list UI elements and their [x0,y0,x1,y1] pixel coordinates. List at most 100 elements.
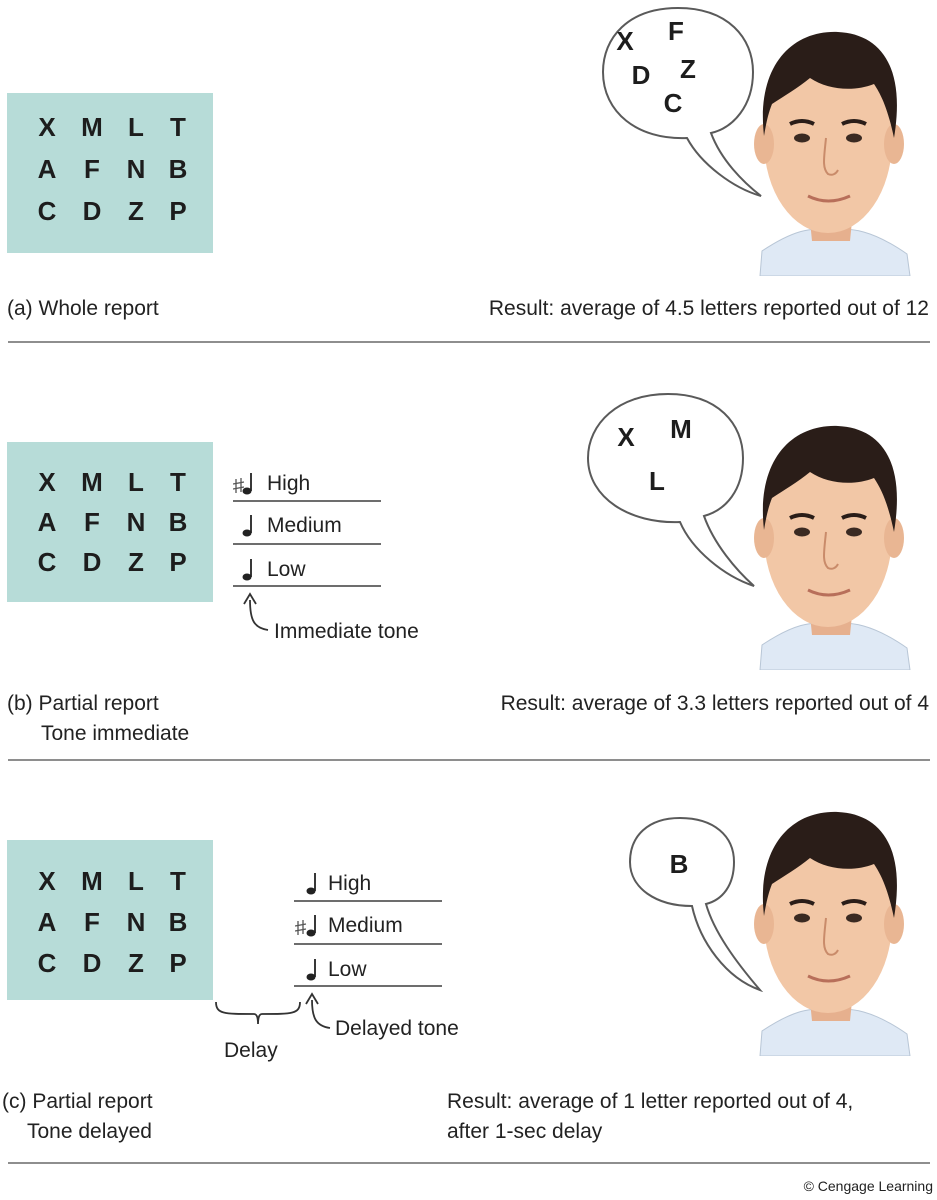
quarter-note-icon [306,959,316,981]
grid-row: C D Z P [7,191,213,231]
grid-letter: A [37,907,57,937]
grid-letter: F [84,507,100,537]
grid-letter: L [128,467,144,497]
grid-row: A F N B [7,502,213,542]
tone-label-medium: Medium [328,914,403,937]
sharp-icon [295,920,307,935]
grid-letter: A [37,154,57,184]
sharp-icon [233,478,245,493]
grid-letter: M [81,866,103,896]
result-line: Result: average of 3.3 letters reported … [500,692,929,715]
bubble-letter: Z [680,54,696,84]
grid-row: C D Z P [7,542,213,582]
quarter-note-icon [242,559,252,581]
grid-letter: D [82,196,102,226]
grid-letter: X [38,467,56,497]
grid-letter: Z [128,547,144,577]
tone-label-high: High [267,472,311,495]
panel-divider [8,341,930,343]
result-text: Result: average of 4.5 letters reported … [489,294,929,324]
grid-letter: F [84,154,100,184]
bubble-letter: L [649,466,665,496]
curved-arrow-icon [305,992,331,1029]
panel-partial-immediate: X M L T A F N B C D Z P High [7,392,930,761]
quarter-note-icon [306,873,316,895]
panel-partial-delayed: X M L T A F N B C D Z P Delay High [2,811,930,1164]
face-illustration [754,31,911,276]
caption-line: (b) Partial report [7,692,159,715]
grid-letter: X [38,866,56,896]
grid-letter: M [81,467,103,497]
grid-letter: C [37,547,57,577]
staff-line [294,985,442,987]
staff-line [233,585,381,587]
result-line: after 1-sec delay [447,1120,603,1143]
grid-letter: C [37,196,57,226]
tone-label-low: Low [267,558,306,581]
face-illustration [754,811,911,1056]
speech-bubble [628,816,764,993]
grid-row: X M L T [7,107,213,147]
bubble-letter: X [616,26,634,56]
grid-letter: Z [128,196,144,226]
caption-line: (c) Partial report [2,1090,153,1113]
delay-brace [215,1001,301,1025]
grid-letter: D [82,547,102,577]
grid-letter: M [81,112,103,142]
tone-staff: High Medium Low [233,466,383,596]
grid-row: C D Z P [7,943,213,983]
letter-grid: X M L T A F N B C D Z P [7,840,213,1000]
quarter-note-icon [242,515,252,537]
grid-letter: L [128,112,144,142]
letter-grid: X M L T A F N B C D Z P [7,93,213,253]
grid-letter: F [84,907,100,937]
curved-arrow-icon [243,592,269,631]
grid-letter: B [168,154,188,184]
staff-line [233,500,381,502]
speech-bubble [601,6,762,197]
panel-divider [8,1162,930,1164]
panel-whole-report: X M L T A F N B C D Z P X F D Z C [0,0,937,345]
tone-staff: High Medium Low [294,866,444,996]
tone-timing-label: Delayed tone [335,1017,459,1040]
grid-letter: N [126,154,146,184]
grid-letter: B [168,907,188,937]
face-illustration [754,425,911,670]
result-line: Result: average of 4.5 letters reported … [488,297,929,320]
grid-letter: L [128,866,144,896]
panel-divider [8,759,930,761]
panel-caption: (c) Partial report Tone delayed [2,1087,153,1147]
quarter-note-icon [242,473,252,495]
grid-letter: N [126,507,146,537]
grid-letter: D [82,948,102,978]
quarter-note-icon [306,915,316,937]
grid-letter: P [169,547,187,577]
result-text: Result: average of 3.3 letters reported … [501,689,929,719]
grid-letter: A [37,507,57,537]
grid-letter: B [168,507,188,537]
tone-label-high: High [328,872,372,895]
staff-line [294,943,442,945]
grid-letter: N [126,907,146,937]
letter-grid: X M L T A F N B C D Z P [7,442,213,602]
bubble-letter: C [663,88,683,118]
speech-bubble [586,392,755,587]
result-line: Result: average of 1 letter reported out… [447,1090,854,1113]
staff-line [294,900,442,902]
grid-letter: T [170,112,186,142]
grid-letter: T [170,467,186,497]
tone-timing-label: Immediate tone [274,620,419,643]
staff-line [233,543,381,545]
tone-label-low: Low [328,958,367,981]
caption-line: Tone delayed [27,1120,152,1143]
grid-letter: T [170,866,186,896]
grid-letter: P [169,196,187,226]
bubble-letter: M [670,414,692,444]
bubble-letter: X [617,422,635,452]
grid-row: X M L T [7,861,213,901]
bubble-letter: D [631,60,651,90]
panel-caption: (b) Partial report Tone immediate [7,689,189,749]
panel-caption: (a) Whole report [7,294,159,324]
grid-letter: X [38,112,56,142]
grid-row: A F N B [7,149,213,189]
